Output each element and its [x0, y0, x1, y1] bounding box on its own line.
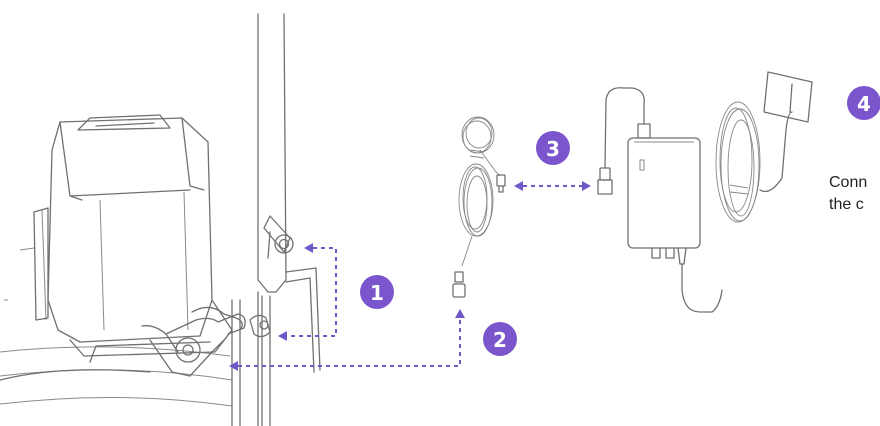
step-badge-1: 1: [360, 275, 394, 309]
ground-clamp: [141, 306, 271, 377]
step-badge-3: 3: [536, 131, 570, 165]
step-number-3: 3: [546, 137, 560, 161]
antenna-pole: [231, 13, 321, 426]
step-badge-4: 4: [847, 86, 880, 120]
step-4-caption: Conn the c: [829, 174, 868, 213]
connection-arrows: [229, 181, 591, 371]
base-station-illustration: [0, 114, 233, 407]
step-number-2: 2: [493, 328, 507, 352]
power-adapter: [597, 71, 813, 313]
step-number-1: 1: [370, 281, 384, 305]
extension-cable: [452, 116, 506, 298]
step-badge-2: 2: [483, 322, 517, 356]
step-number-4: 4: [857, 92, 871, 116]
